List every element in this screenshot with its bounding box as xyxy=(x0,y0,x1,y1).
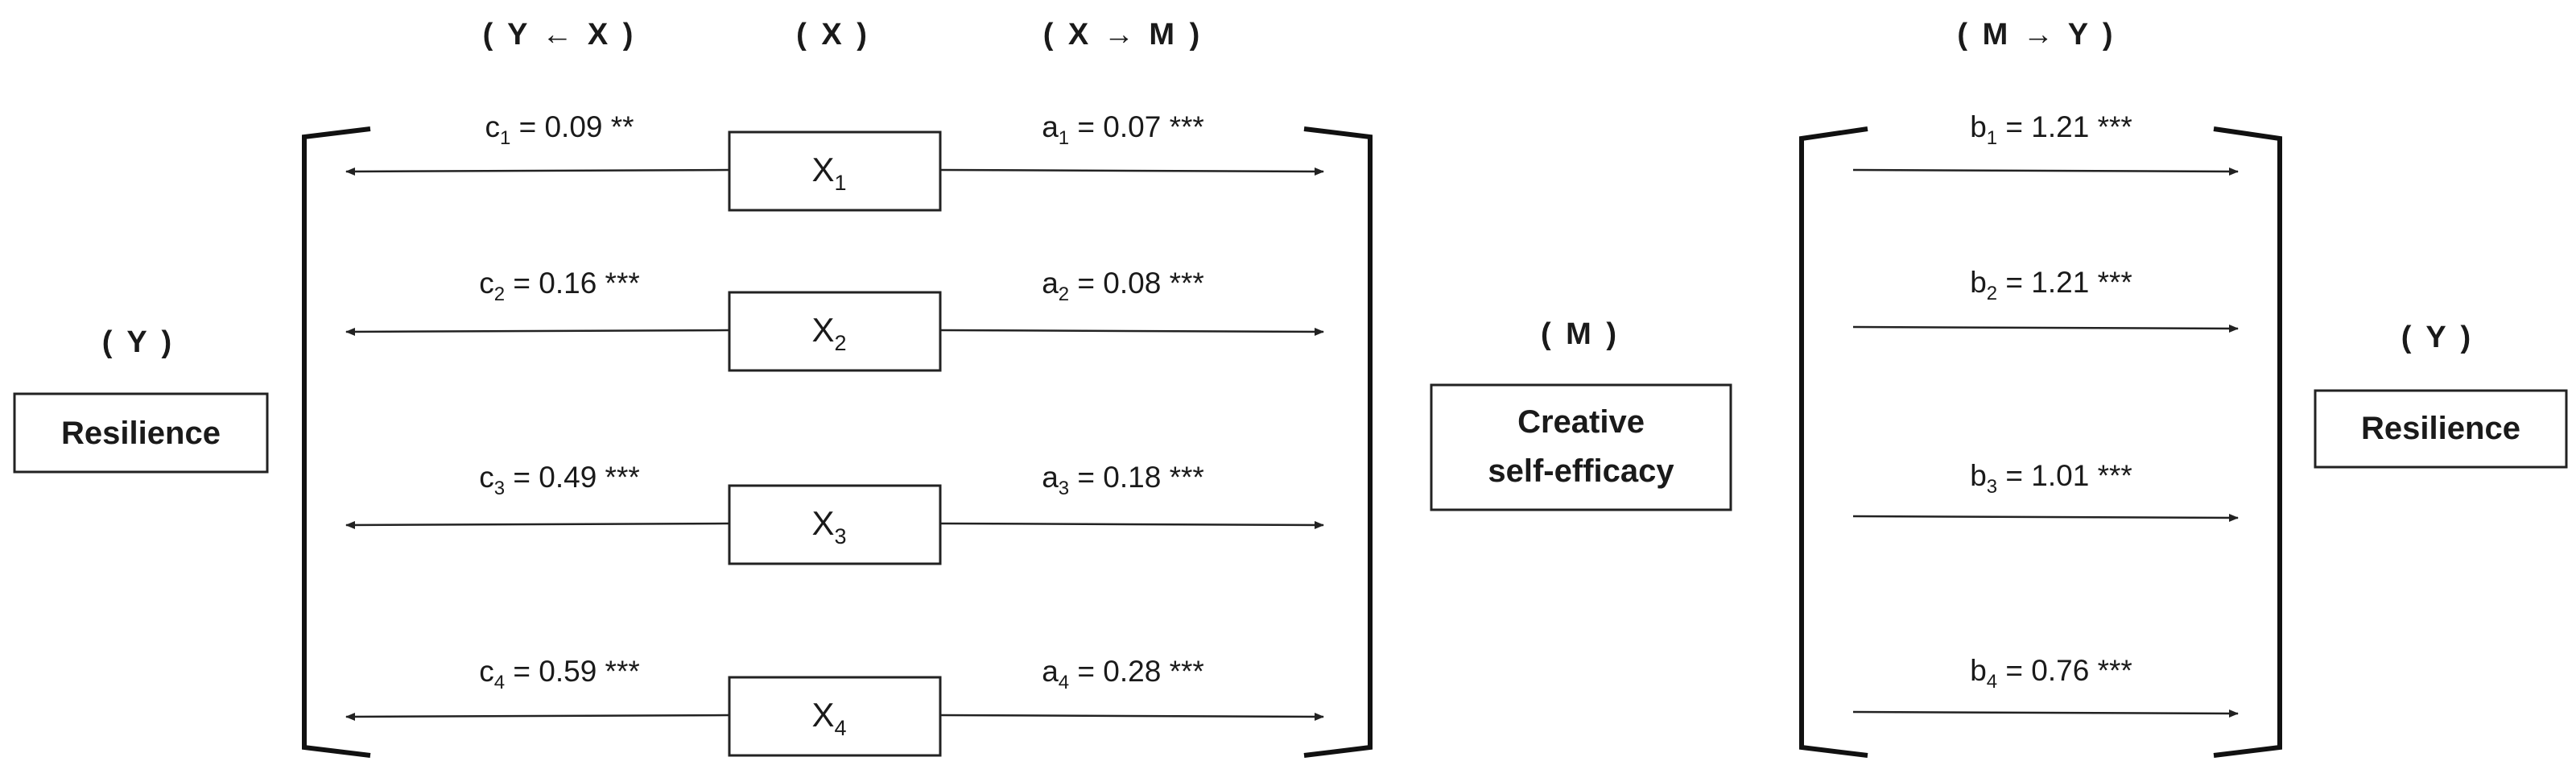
c-path-label-4-subscript: 4 xyxy=(494,672,505,693)
mediator-box xyxy=(1430,383,1732,511)
header-x: ( X ) xyxy=(796,18,870,52)
x-variable-symbol: X xyxy=(811,696,834,734)
a-path-label-1: a1 = 0.07 *** xyxy=(1042,110,1204,149)
a-path-arrow-4 xyxy=(939,712,1324,721)
a-path-label-3-symbol: a xyxy=(1042,461,1059,494)
a-path-label-4-value: = 0.28 *** xyxy=(1069,655,1204,688)
x-variable-symbol: X xyxy=(811,151,834,188)
x-variable-label-2: X2 xyxy=(811,311,846,355)
a-path-label-3-subscript: 3 xyxy=(1059,478,1069,499)
b-path-label-2-value: = 1.21 *** xyxy=(1997,266,2132,299)
b-path-label-4: b4 = 0.76 *** xyxy=(1970,654,2132,693)
c-path-arrow-2 xyxy=(345,327,729,336)
a-path-arrow-1 xyxy=(939,167,1324,176)
a-path-label-2-subscript: 2 xyxy=(1059,283,1069,305)
x-variable-subscript: 2 xyxy=(834,331,846,355)
x-variable-label-1: X1 xyxy=(811,151,846,195)
c-path-label-3-subscript: 3 xyxy=(494,478,505,499)
x-variable-symbol: X xyxy=(811,311,834,349)
b-path-label-1-value: = 1.21 *** xyxy=(1997,110,2132,143)
header-m: ( M ) xyxy=(1541,317,1620,351)
a-path-label-4: a4 = 0.28 *** xyxy=(1042,655,1204,693)
bracket-right-group-open xyxy=(1799,126,1868,758)
b-path-arrow-2 xyxy=(1852,324,2239,333)
c-path-label-1-value: = 0.09 ** xyxy=(510,110,634,143)
x-variable-subscript: 3 xyxy=(834,524,846,548)
b-path-arrow-3 xyxy=(1852,513,2239,522)
x-variable-box-4 xyxy=(728,676,942,757)
b-path-label-3: b3 = 1.01 *** xyxy=(1970,459,2132,498)
b-path-label-2: b2 = 1.21 *** xyxy=(1970,266,2132,304)
mediator-label-line1: Creative xyxy=(1517,404,1645,440)
c-path-arrow-4 xyxy=(345,712,729,721)
a-path-label-1-symbol: a xyxy=(1042,110,1059,143)
b-path-label-4-symbol: b xyxy=(1970,654,1987,687)
x-variable-subscript: 4 xyxy=(834,716,846,740)
header-m-to-y: ( M → Y ) xyxy=(1957,18,2116,52)
a-path-label-4-symbol: a xyxy=(1042,655,1059,688)
header-y-from-x: ( Y ← X ) xyxy=(483,18,637,52)
x-variable-subscript: 1 xyxy=(834,171,846,195)
b-path-label-3-value: = 1.01 *** xyxy=(1997,459,2132,492)
bracket-right-group-close xyxy=(2213,126,2282,758)
c-path-label-1: c1 = 0.09 ** xyxy=(485,110,634,149)
b-path-label-1-subscript: 1 xyxy=(1987,127,1997,149)
c-path-label-3-value: = 0.49 *** xyxy=(505,461,640,494)
header-y-right: ( Y ) xyxy=(2401,321,2474,354)
c-path-label-2-subscript: 2 xyxy=(494,283,505,305)
bracket-left-group-open xyxy=(302,126,371,758)
b-path-label-4-value: = 0.76 *** xyxy=(1997,654,2132,687)
x-variable-box-1 xyxy=(728,130,942,212)
b-path-label-2-symbol: b xyxy=(1970,266,1987,299)
b-path-label-1-symbol: b xyxy=(1970,110,1987,143)
c-path-arrow-3 xyxy=(345,520,729,529)
header-y-left: ( Y ) xyxy=(102,325,175,359)
resilience-left-box xyxy=(13,392,269,474)
a-path-label-3-value: = 0.18 *** xyxy=(1069,461,1204,494)
a-path-label-3: a3 = 0.18 *** xyxy=(1042,461,1204,499)
b-path-arrow-1 xyxy=(1852,167,2239,176)
a-path-label-2: a2 = 0.08 *** xyxy=(1042,267,1204,305)
c-path-label-3: c3 = 0.49 *** xyxy=(479,461,640,499)
c-path-label-2-value: = 0.16 *** xyxy=(505,267,640,300)
resilience-left-label: Resilience xyxy=(61,416,221,451)
x-variable-label-3: X3 xyxy=(811,504,846,548)
mediator-label-line2: self-efficacy xyxy=(1488,453,1674,489)
c-path-label-4: c4 = 0.59 *** xyxy=(479,655,640,693)
b-path-arrow-4 xyxy=(1852,709,2239,718)
c-path-label-2: c2 = 0.16 *** xyxy=(479,267,640,305)
a-path-label-2-value: = 0.08 *** xyxy=(1069,267,1204,300)
a-path-arrow-3 xyxy=(939,520,1324,529)
resilience-right-box xyxy=(2314,389,2568,469)
c-path-label-4-symbol: c xyxy=(479,655,494,688)
c-path-label-1-subscript: 1 xyxy=(500,127,510,149)
c-path-label-4-value: = 0.59 *** xyxy=(505,655,640,688)
a-path-label-1-subscript: 1 xyxy=(1059,127,1069,149)
c-path-arrow-1 xyxy=(345,167,729,176)
a-path-label-4-subscript: 4 xyxy=(1059,672,1069,693)
bracket-left-group-close xyxy=(1303,126,1373,758)
b-path-label-3-symbol: b xyxy=(1970,459,1987,492)
c-path-label-2-symbol: c xyxy=(479,267,494,300)
a-path-arrow-2 xyxy=(939,327,1324,336)
x-variable-box-3 xyxy=(728,484,942,565)
a-path-label-2-symbol: a xyxy=(1042,267,1059,300)
x-variable-box-2 xyxy=(728,291,942,372)
b-path-label-2-subscript: 2 xyxy=(1987,283,1997,304)
header-x-to-m: ( X → M ) xyxy=(1043,18,1203,52)
x-variable-label-4: X4 xyxy=(811,696,846,740)
a-path-label-1-value: = 0.07 *** xyxy=(1069,110,1204,143)
b-path-label-1: b1 = 1.21 *** xyxy=(1970,110,2132,149)
c-path-label-1-symbol: c xyxy=(485,110,500,143)
resilience-right-label: Resilience xyxy=(2361,411,2520,446)
x-variable-symbol: X xyxy=(811,504,834,542)
c-path-label-3-symbol: c xyxy=(479,461,494,494)
b-path-label-4-subscript: 4 xyxy=(1987,671,1997,693)
b-path-label-3-subscript: 3 xyxy=(1987,476,1997,498)
